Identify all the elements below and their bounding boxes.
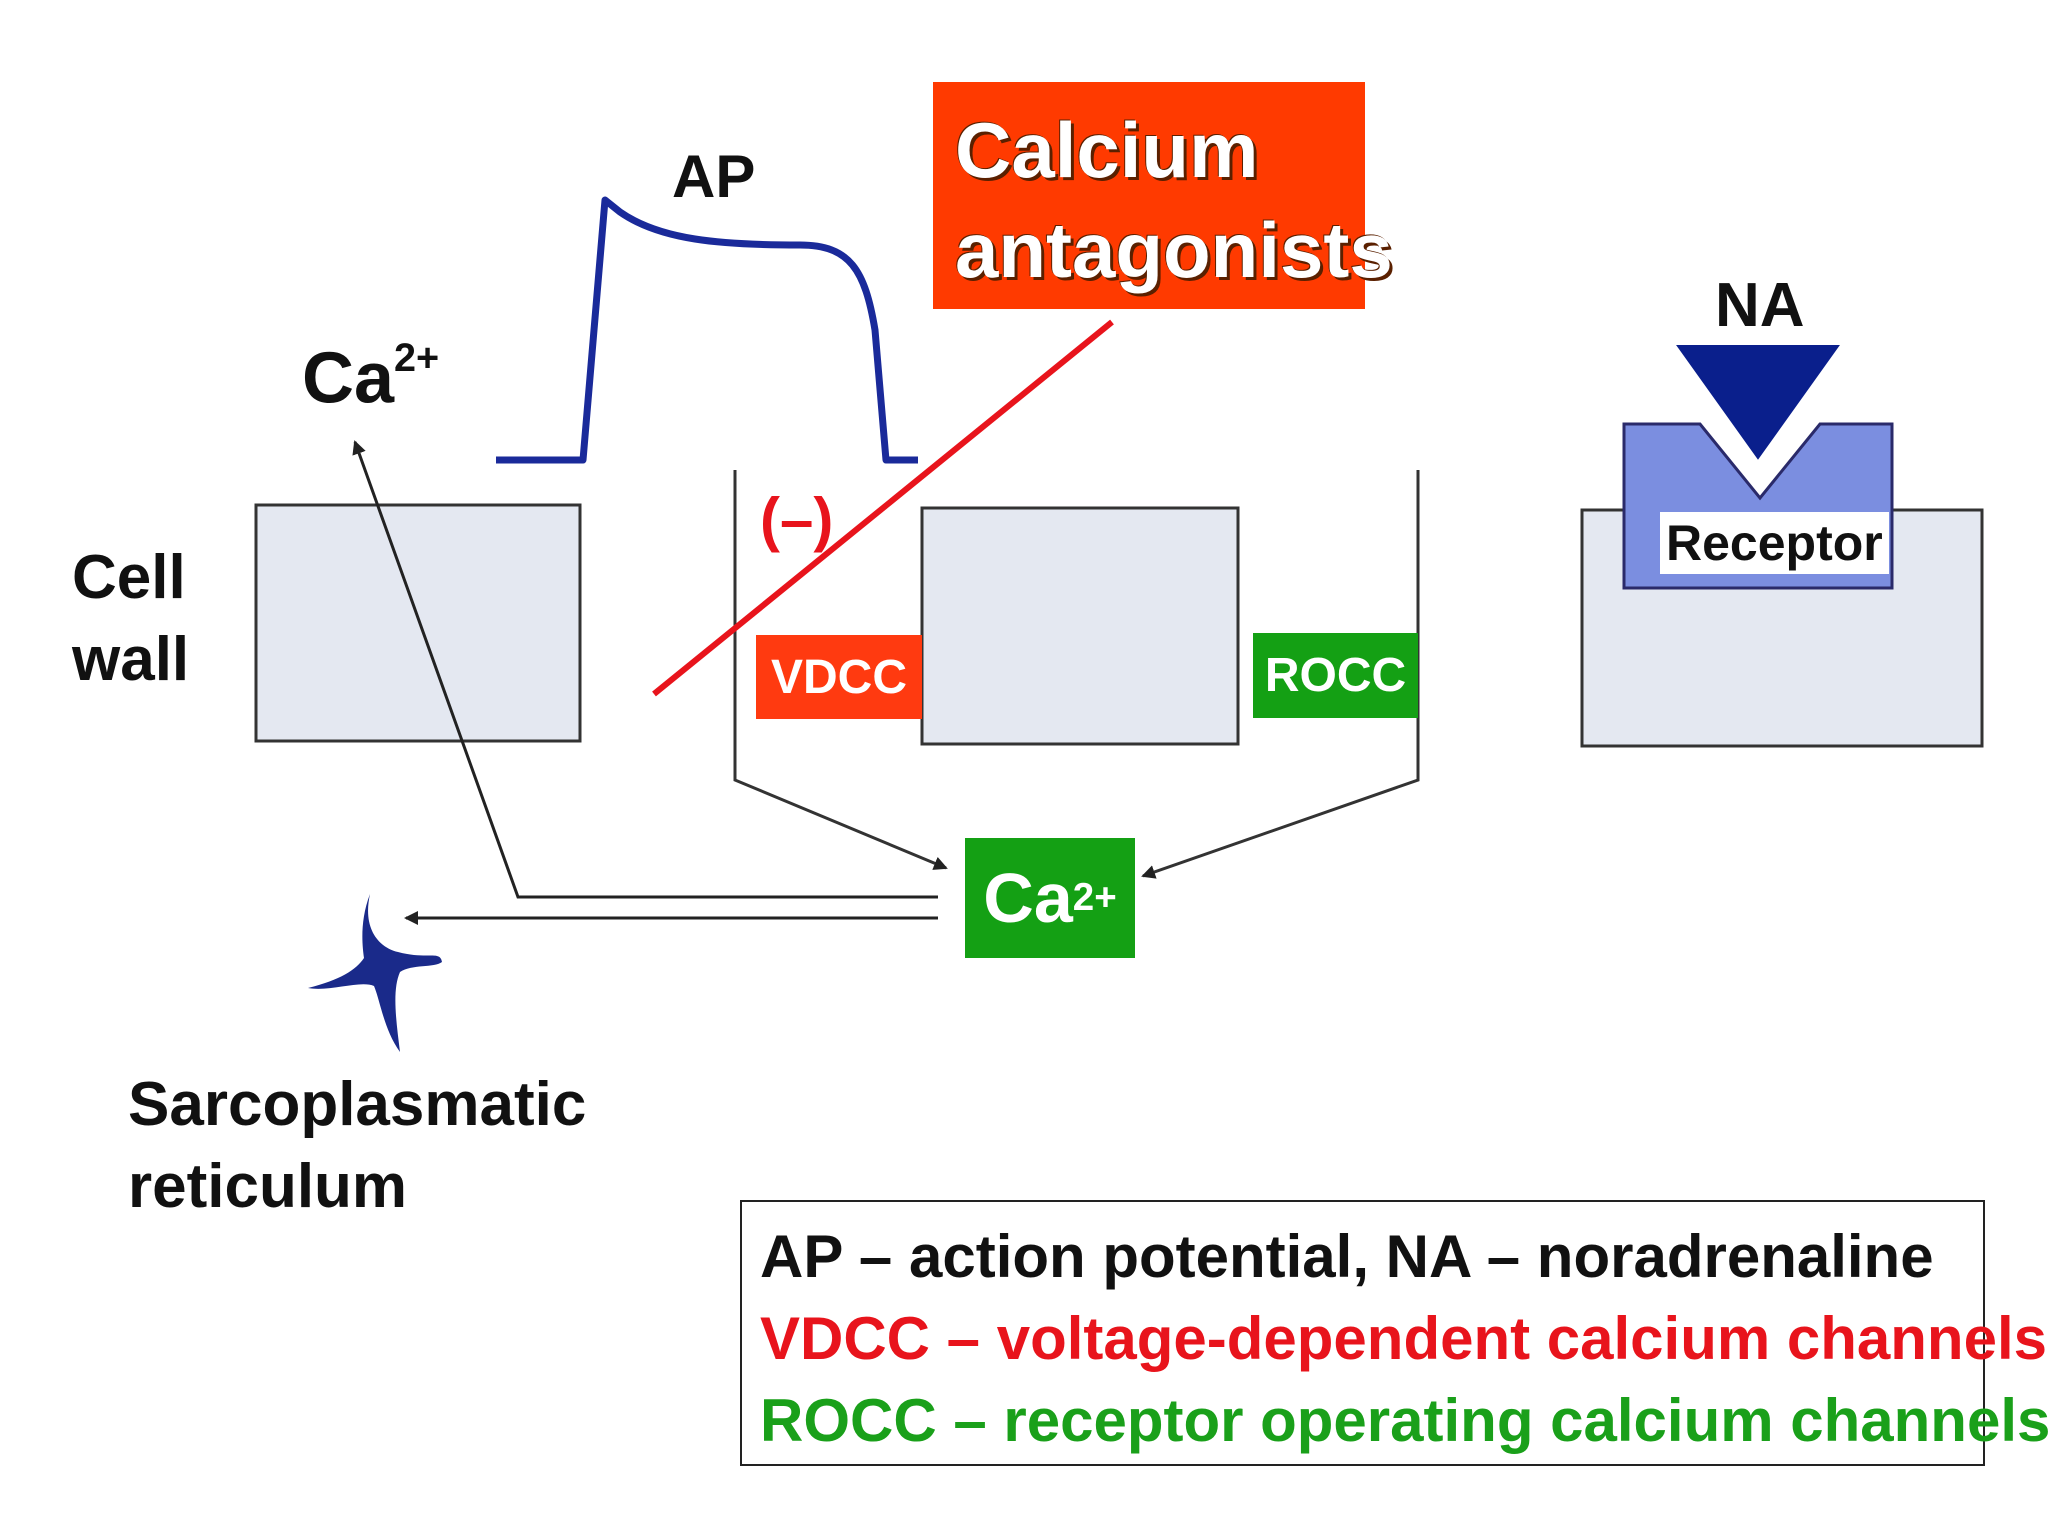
cell-wall-middle [920, 506, 1240, 746]
channel-bracket-right [1141, 470, 1420, 879]
ap-label: AP [672, 143, 756, 210]
na-label: NA [1715, 271, 1805, 340]
legend-box: AP – action potential, NA – noradrenalin… [740, 1200, 2048, 1466]
inhibition-line [652, 319, 1114, 697]
cell-wall-left [254, 503, 582, 743]
rocc-tag: ROCC [1253, 633, 1418, 718]
action-potential-trace [496, 196, 918, 464]
arrow-ca-to-cytosol [352, 440, 938, 899]
cell-wall-label: Cell wall [72, 543, 190, 694]
sarcoplasmic-reticulum-label: Sarcoplasmatic reticulum [128, 1070, 587, 1221]
inhibition-sign: (–) [760, 486, 834, 553]
ca-top-label: Ca2+ [302, 336, 440, 419]
calcium-antagonists-callout: Calcium antagonists [933, 82, 1393, 309]
legend-line-ap-na: AP – action potential, NA – noradrenalin… [760, 1223, 1934, 1290]
sarcoplasmic-reticulum-icon [308, 894, 442, 1052]
legend-line-rocc: ROCC – receptor operating calcium channe… [760, 1387, 2048, 1454]
vdcc-tag: VDCC [756, 635, 922, 719]
channel-bracket-left [733, 470, 948, 870]
legend-line-vdcc: VDCC – voltage-dependent calcium channel… [760, 1305, 2047, 1372]
na-triangle [1676, 345, 1840, 460]
receptor-label: Receptor [1660, 512, 1889, 574]
